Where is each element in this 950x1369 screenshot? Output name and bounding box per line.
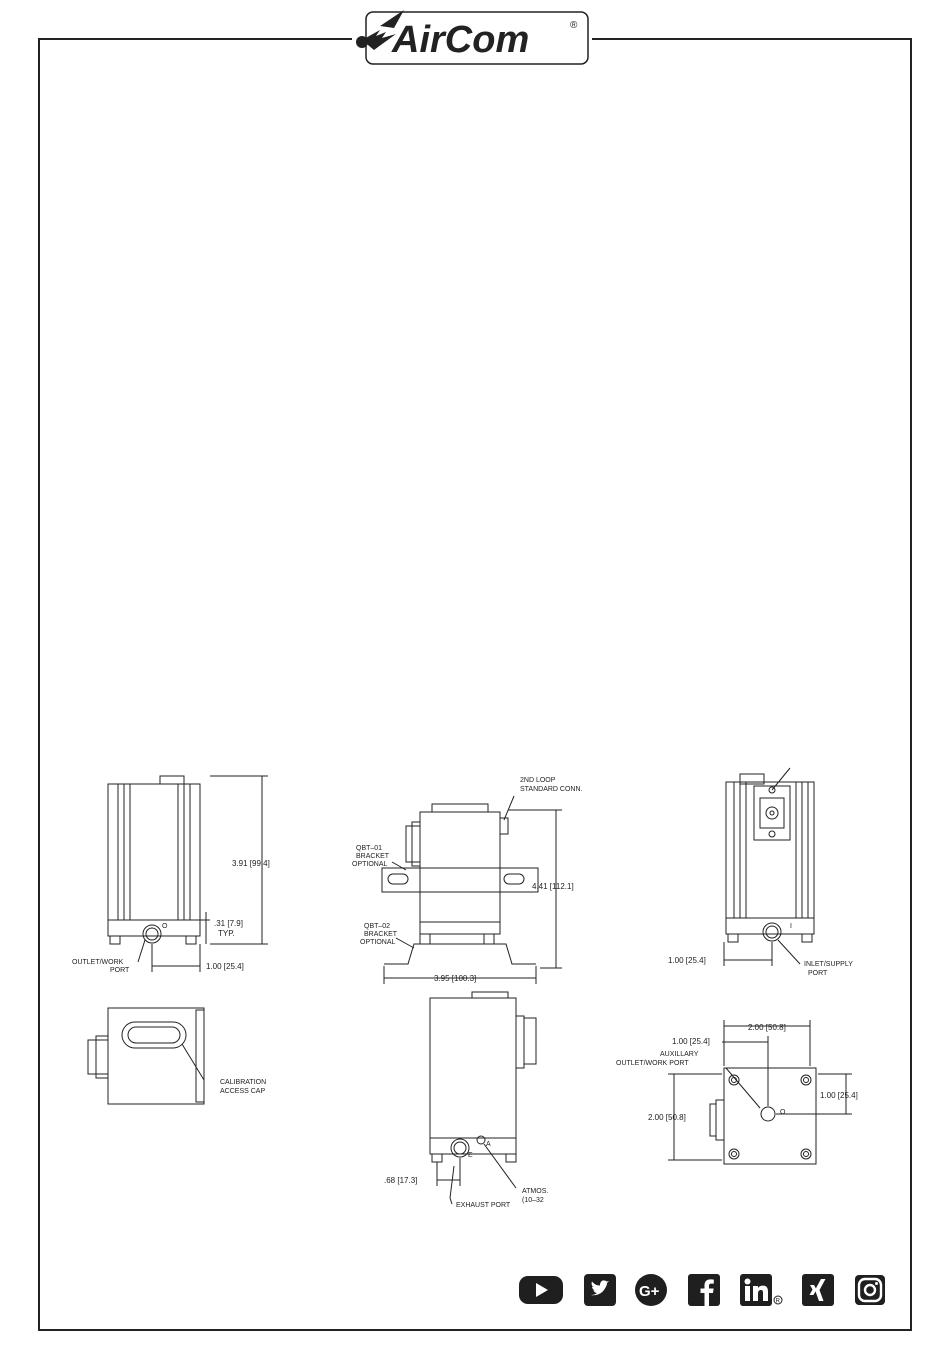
- view-bottom-left: [87, 1007, 205, 1105]
- dim-exhaust: .68 [17.3]: [384, 1176, 417, 1185]
- atmos-1: ATMOS.: [522, 1188, 548, 1195]
- xing-icon[interactable]: [802, 1274, 834, 1306]
- port-a-label: A: [486, 1141, 491, 1148]
- qbt01-1: QBT–01: [356, 845, 382, 852]
- qbt02-1: QBT–02: [364, 923, 390, 930]
- dim-typ-1: .31 [7.9]: [214, 919, 243, 928]
- twitter-icon[interactable]: [584, 1274, 616, 1306]
- dim-100-top: 1.00 [25.4]: [672, 1037, 710, 1046]
- registered-mark: ®: [570, 20, 578, 31]
- dim-100-right: 1.00 [25.4]: [820, 1091, 858, 1100]
- youtube-icon[interactable]: [518, 1274, 564, 1306]
- inlet-supply-2: PORT: [808, 970, 828, 977]
- outlet-work-port-2: PORT: [110, 967, 130, 974]
- qbt02-2: BRACKET: [364, 931, 398, 938]
- dim-height-1: 3.91 [99.4]: [232, 859, 270, 868]
- aux-outlet-1: AUXILLARY: [660, 1051, 699, 1058]
- second-loop-1: 2ND LOOP: [520, 777, 556, 784]
- port-o-label: O: [162, 923, 168, 930]
- google-plus-icon[interactable]: G+: [634, 1273, 668, 1307]
- dim-1in-left: 1.00 [25.4]: [206, 962, 244, 971]
- dim-height-2: 4.41 [112.1]: [532, 882, 574, 891]
- dim-inlet: 1.00 [25.4]: [668, 956, 706, 965]
- dim-200-left: 2.00 [50.8]: [648, 1113, 686, 1122]
- brand-name: AirCom: [391, 19, 529, 61]
- svg-text:G+: G+: [639, 1283, 660, 1300]
- atmos-2: (10–32: [522, 1197, 544, 1204]
- qbt01-2: BRACKET: [356, 853, 390, 860]
- outlet-work-port-1: OUTLET/WORK: [72, 959, 124, 966]
- view-front-left: [107, 775, 268, 972]
- port-o-top: O: [780, 1109, 786, 1116]
- linkedin-icon[interactable]: R: [740, 1274, 784, 1306]
- dim-typ-2: TYP.: [218, 929, 235, 938]
- view-top-right: [668, 1020, 852, 1165]
- exhaust-port: EXHAUST PORT: [456, 1202, 511, 1209]
- svg-text:R: R: [776, 1298, 781, 1304]
- inlet-supply-1: INLET/SUPPLY: [804, 961, 853, 968]
- second-loop-2: STANDARD CONN.: [520, 786, 583, 793]
- view-back-right: [723, 767, 815, 966]
- port-i-label: I: [790, 923, 792, 930]
- dim-width: 3.95 [100.3]: [434, 974, 476, 983]
- calibration-cap-2: ACCESS CAP: [220, 1088, 265, 1095]
- port-e-label: E: [468, 1152, 473, 1159]
- aux-outlet-2: OUTLET/WORK PORT: [616, 1060, 689, 1067]
- view-side-center: [429, 991, 537, 1205]
- social-icons: G+ R: [518, 1273, 888, 1307]
- qbt02-3: OPTIONAL: [360, 939, 396, 946]
- qbt01-3: OPTIONAL: [352, 861, 388, 868]
- dim-200-top: 2.00 [50.8]: [748, 1023, 786, 1032]
- aircom-logo: AirCom ®: [352, 6, 592, 70]
- instagram-icon[interactable]: [854, 1274, 886, 1306]
- facebook-icon[interactable]: [688, 1274, 720, 1306]
- calibration-cap-1: CALIBRATION: [220, 1079, 266, 1086]
- view-front-center: [381, 795, 562, 984]
